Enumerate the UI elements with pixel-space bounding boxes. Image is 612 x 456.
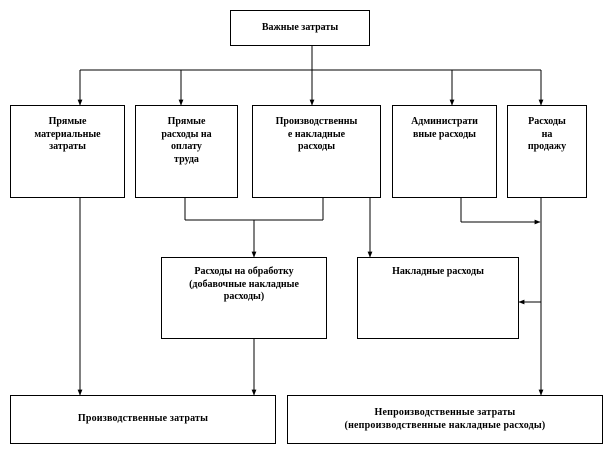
box-processing-costs: Расходы на обработку (добавочные накладн…: [161, 257, 327, 339]
label-administrative: Администрати вные расходы: [411, 116, 478, 140]
label-selling: Расходы на продажу: [527, 116, 567, 152]
label-overhead-costs: Накладные расходы: [392, 266, 484, 277]
box-important-costs: Важные затраты: [230, 10, 370, 46]
label-nonproduction-costs: Непроизводственные затраты (непроизводст…: [344, 407, 546, 431]
box-overhead-costs: Накладные расходы: [357, 257, 519, 339]
label-direct-labor: Прямые расходы на оплату труда: [161, 116, 212, 165]
label-production-costs: Производственные затраты: [77, 413, 209, 425]
label-important-costs: Важные затраты: [261, 21, 339, 33]
label-processing-costs: Расходы на обработку (добавочные накладн…: [189, 266, 299, 302]
label-direct-materials: Прямые материальные затраты: [34, 116, 101, 152]
box-production-costs: Производственные затраты: [10, 395, 276, 444]
box-selling: Расходы на продажу: [507, 105, 587, 198]
box-administrative: Администрати вные расходы: [392, 105, 497, 198]
box-direct-labor: Прямые расходы на оплату труда: [135, 105, 238, 198]
box-direct-materials: Прямые материальные затраты: [10, 105, 125, 198]
box-production-overhead: Производственны е накладные расходы: [252, 105, 381, 198]
box-nonproduction-costs: Непроизводственные затраты (непроизводст…: [287, 395, 603, 444]
label-production-overhead: Производственны е накладные расходы: [275, 116, 358, 152]
